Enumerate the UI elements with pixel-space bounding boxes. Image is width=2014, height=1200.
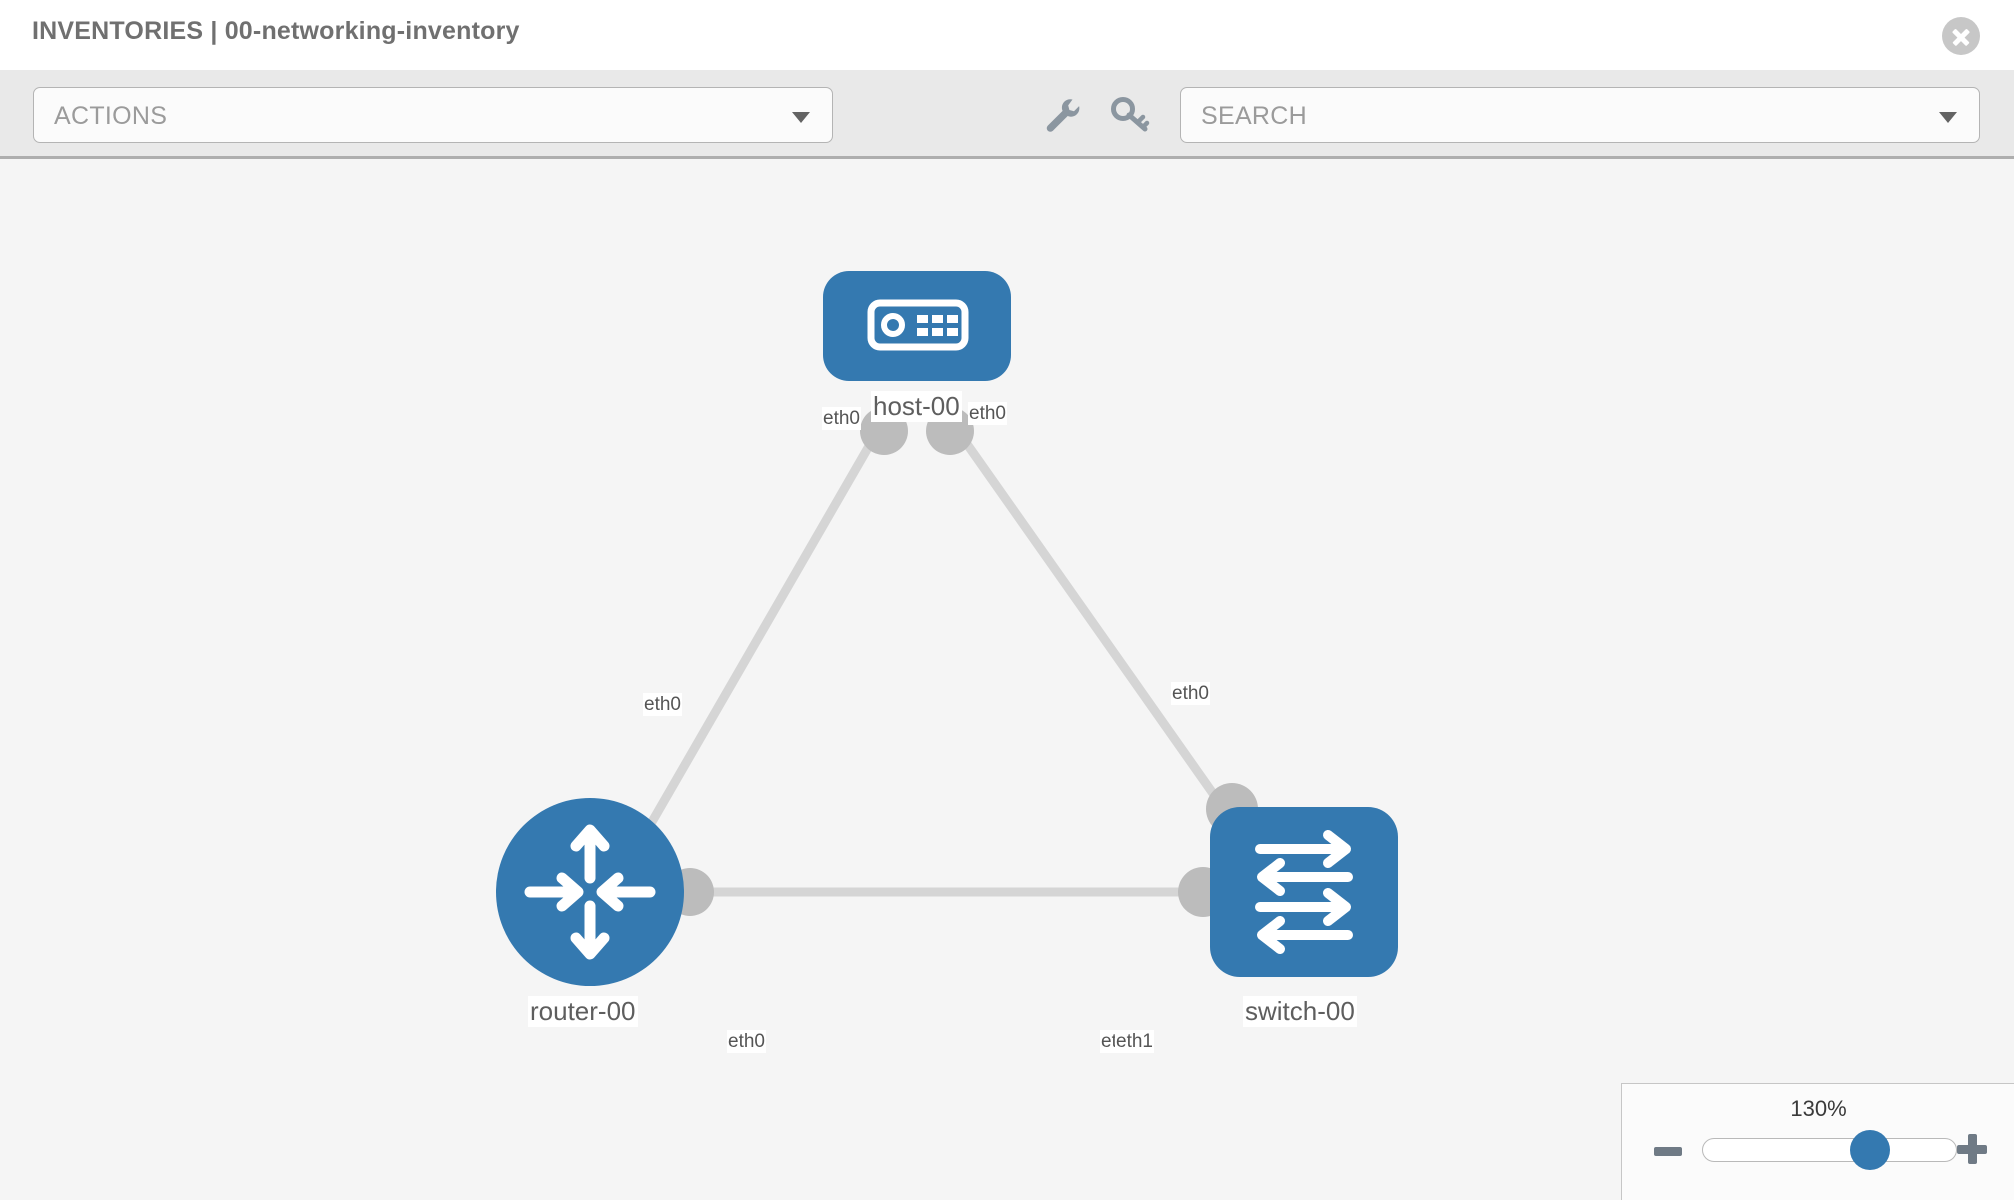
close-icon[interactable] <box>1942 17 1980 55</box>
actions-dropdown[interactable]: ACTIONS <box>33 87 833 143</box>
wrench-icon[interactable] <box>1041 96 1083 136</box>
port-label-host00-eth0-left: eth0 <box>822 407 861 430</box>
topology-node-switch-00[interactable] <box>1210 807 1398 977</box>
port-label-switch00-eth1: eth1 <box>1115 1030 1154 1053</box>
switch-node-shape <box>1210 807 1398 977</box>
zoom-out-button[interactable] <box>1654 1147 1682 1156</box>
port-label-router00-eth0-east: eth0 <box>727 1030 766 1053</box>
page-title: INVENTORIES | 00-networking-inventory <box>32 17 520 45</box>
link-host00-router00 <box>640 422 885 839</box>
link-host00-switch00 <box>950 422 1243 834</box>
switch-arrows-icon <box>1255 830 1353 954</box>
host-node-shape <box>823 271 1011 381</box>
chevron-down-icon <box>1939 112 1957 123</box>
topology-node-label-switch-00: switch-00 <box>1243 996 1357 1027</box>
topology-canvas[interactable]: host-00 router-00 <box>0 159 2014 1200</box>
zoom-level-value: 130% <box>1790 1096 1847 1121</box>
topology-node-host-00[interactable] <box>823 271 1011 381</box>
page-header: INVENTORIES | 00-networking-inventory <box>0 0 2014 70</box>
actions-dropdown-label: ACTIONS <box>54 102 168 130</box>
router-arrows-icon <box>524 824 656 960</box>
topology-node-label-host-00: host-00 <box>871 391 962 422</box>
search-placeholder: SEARCH <box>1201 102 1307 130</box>
key-icon[interactable] <box>1110 96 1152 136</box>
zoom-slider-track[interactable] <box>1702 1138 1957 1162</box>
port-label-switch00-eth0-north: eth0 <box>1171 682 1210 705</box>
topology-node-router-00[interactable] <box>496 798 684 986</box>
search-input[interactable]: SEARCH <box>1180 87 1980 143</box>
server-icon <box>867 299 969 351</box>
port-label-router00-eth0-north: eth0 <box>643 693 682 716</box>
port-label-host00-eth0-right: eth0 <box>968 402 1007 425</box>
topology-node-label-router-00: router-00 <box>528 996 638 1027</box>
zoom-slider-thumb[interactable] <box>1850 1130 1890 1170</box>
chevron-down-icon <box>792 112 810 123</box>
zoom-in-button[interactable] <box>1957 1134 1987 1164</box>
toolbar: ACTIONS SEARCH <box>0 70 2014 159</box>
zoom-control-panel: 130% <box>1621 1083 2014 1200</box>
